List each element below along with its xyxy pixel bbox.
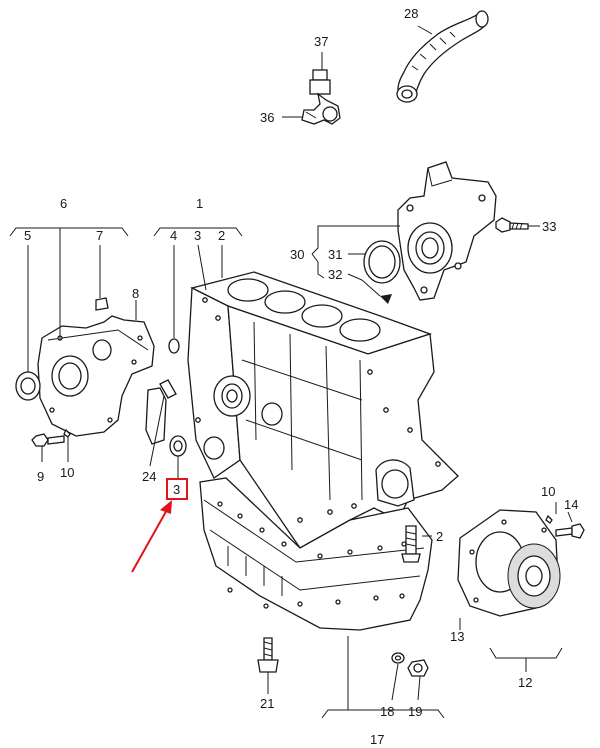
callout-31: 31 — [328, 247, 342, 262]
callout-32: 32 — [328, 267, 342, 282]
oil-pump-housing — [15, 297, 155, 437]
flange-bolt-14 — [545, 514, 585, 539]
cylinder-block — [187, 271, 459, 549]
callout-17: 17 — [370, 732, 384, 747]
pump-bolt — [31, 428, 71, 447]
seal-3 — [169, 435, 187, 457]
callout-37: 37 — [314, 34, 328, 49]
callout-13: 13 — [450, 629, 464, 644]
callout-36: 36 — [260, 110, 274, 125]
callout-5: 5 — [24, 228, 31, 243]
callout-33: 33 — [542, 219, 556, 234]
callout-28: 28 — [404, 6, 418, 21]
callout-7: 7 — [96, 228, 103, 243]
callout-18: 18 — [380, 704, 394, 719]
oil-pan — [199, 477, 433, 631]
callout-12: 12 — [518, 675, 532, 690]
coolant-flange — [363, 161, 497, 304]
callout-8: 8 — [132, 286, 139, 301]
callout-3-top: 3 — [194, 228, 201, 243]
callout-labels: 28 37 36 33 30 31 32 6 1 5 7 4 3 2 8 9 1… — [24, 6, 578, 747]
rear-seal-flange — [457, 509, 561, 617]
callout-21: 21 — [260, 696, 274, 711]
drain-plug — [407, 659, 429, 677]
callout-6: 6 — [60, 196, 67, 211]
callout-14: 14 — [564, 497, 578, 512]
drain-washer — [391, 652, 405, 664]
dowel-24 — [159, 379, 177, 399]
flange-bolt — [495, 217, 529, 233]
breather-hose — [396, 10, 489, 103]
pan-bolt-21 — [257, 637, 279, 673]
sender-unit — [301, 69, 341, 125]
seal-4 — [168, 338, 180, 354]
bolt-2 — [401, 525, 421, 563]
highlight-box — [166, 478, 188, 500]
callout-3-highlight: 3 — [173, 482, 180, 497]
callout-2-side: 2 — [436, 529, 443, 544]
callout-30: 30 — [290, 247, 304, 262]
highlight-arrow — [131, 507, 169, 573]
highlight-arrowhead — [160, 500, 172, 514]
callout-10-left: 10 — [60, 465, 74, 480]
leader-lines — [9, 25, 573, 719]
callout-10-right: 10 — [541, 484, 555, 499]
gasket — [145, 387, 167, 445]
callout-19: 19 — [408, 704, 422, 719]
callout-1: 1 — [196, 196, 203, 211]
callout-4: 4 — [170, 228, 177, 243]
callout-2-top: 2 — [218, 228, 225, 243]
callout-9: 9 — [37, 469, 44, 484]
callout-24: 24 — [142, 469, 156, 484]
